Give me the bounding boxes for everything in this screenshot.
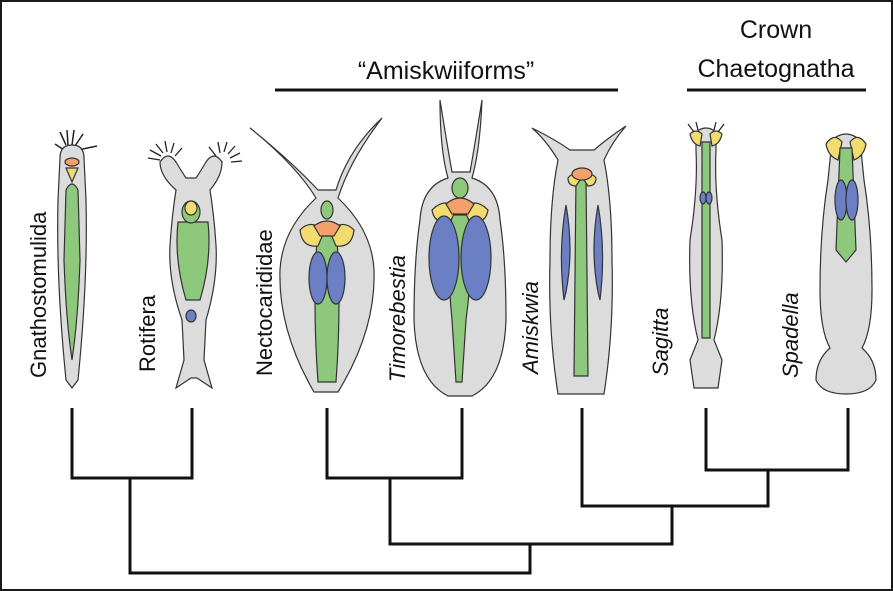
- amiskwiiforms-label: “Amiskwiiforms”: [358, 57, 534, 85]
- crown-label-line2: Chaetognatha: [697, 55, 854, 83]
- organism-sagitta: [687, 121, 725, 389]
- organism-timorebestia: [413, 99, 507, 397]
- clade-chaetognathifera: [388, 478, 674, 546]
- organism-amiskwia: [531, 125, 627, 395]
- clade-amiskwia-chaetognatha: [580, 408, 770, 508]
- taxon-label-timorebestia: Timorebestia: [385, 255, 410, 382]
- organism-gnathostomulida: [54, 129, 98, 389]
- organism-rotifera: [147, 140, 243, 390]
- taxon-label-nectocarididae: Nectocarididae: [252, 229, 277, 376]
- clade-gnathostomulida-rotifera: [70, 408, 194, 480]
- taxon-label-sagitta: Sagitta: [648, 308, 673, 377]
- gnathostomulida-jaw-orange: [64, 157, 80, 167]
- taxon-label-rotifera: Rotifera: [135, 294, 160, 372]
- clade-sagitta-spadella: [704, 408, 850, 472]
- taxon-label-spadella: Spadella: [778, 292, 803, 378]
- taxon-label-amiskwia: Amiskwia: [518, 281, 543, 376]
- crown-label-line1: Crown: [740, 16, 812, 44]
- gnathostomulida-jaw-yellow: [65, 167, 79, 184]
- rotifera-organ: [185, 309, 197, 323]
- clade-root: [128, 478, 532, 575]
- organism-nectocarididae: [249, 117, 383, 393]
- organism-spadella: [815, 133, 877, 395]
- taxon-label-gnathostomulida: Gnathostomulida: [26, 211, 51, 378]
- rotifera-corona: [147, 140, 243, 163]
- rotifera-jaw: [184, 200, 198, 216]
- cladogram: [70, 408, 850, 575]
- clade-nectocarididae-timorebestia: [325, 408, 464, 480]
